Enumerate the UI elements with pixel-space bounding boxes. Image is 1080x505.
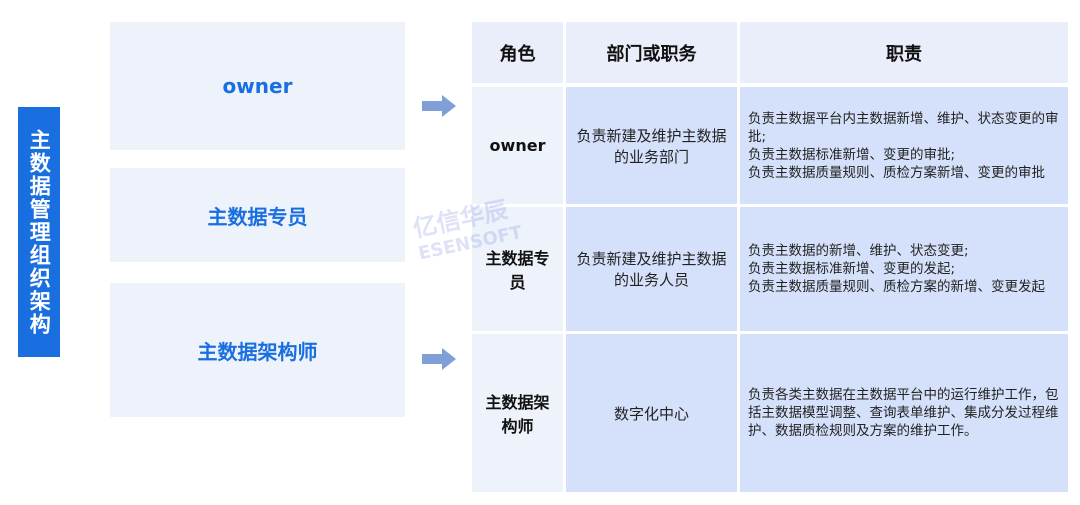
role-box-architect: 主数据架构师 [110, 283, 405, 417]
row2-role: 主数据专员 [472, 207, 563, 331]
org-title: 主数据管理组织架构 [18, 107, 60, 357]
row1-role: owner [472, 87, 563, 204]
arrow-right-icon [422, 95, 456, 117]
duty: 负责主数据标准新增、变更的审批; [748, 146, 956, 163]
row3-duties: 负责各类主数据在主数据平台中的运行维护工作，包括主数据模型调整、查询表单维护、集… [740, 334, 1068, 492]
row2-duties: 负责主数据的新增、维护、状态变更; 负责主数据标准新增、变更的发起; 负责主数据质量… [740, 207, 1068, 331]
header-role: 角色 [472, 22, 563, 83]
duty: 负责主数据平台内主数据新增、维护、状态变更的审批; [748, 110, 1059, 145]
row1-duties: 负责主数据平台内主数据新增、维护、状态变更的审批;负责主数据标准新增、变更的审批… [740, 87, 1068, 204]
duty: 负责各类主数据在主数据平台中的运行维护工作，包括主数据模型调整、查询表单维护、集… [748, 387, 1059, 439]
role-box-owner: owner [110, 22, 405, 150]
role-box-specialist: 主数据专员 [110, 168, 405, 262]
row3-role: 主数据架构师 [472, 334, 563, 492]
header-duties: 职责 [740, 22, 1068, 83]
duty: 负责主数据的新增、维护、状态变更; [748, 243, 969, 259]
header-dept: 部门或职务 [566, 22, 737, 83]
duty: 负责主数据标准新增、变更的发起; [748, 261, 956, 277]
arrow-right-icon [422, 348, 456, 370]
row2-dept: 负责新建及维护主数据的业务人员 [566, 207, 737, 331]
row3-dept: 数字化中心 [566, 334, 737, 492]
row1-dept: 负责新建及维护主数据的业务部门 [566, 87, 737, 204]
duty: 负责主数据质量规则、质检方案的新增、变更发起 [748, 279, 1045, 295]
duty: 负责主数据质量规则、质检方案新增、变更的审批 [748, 164, 1045, 181]
